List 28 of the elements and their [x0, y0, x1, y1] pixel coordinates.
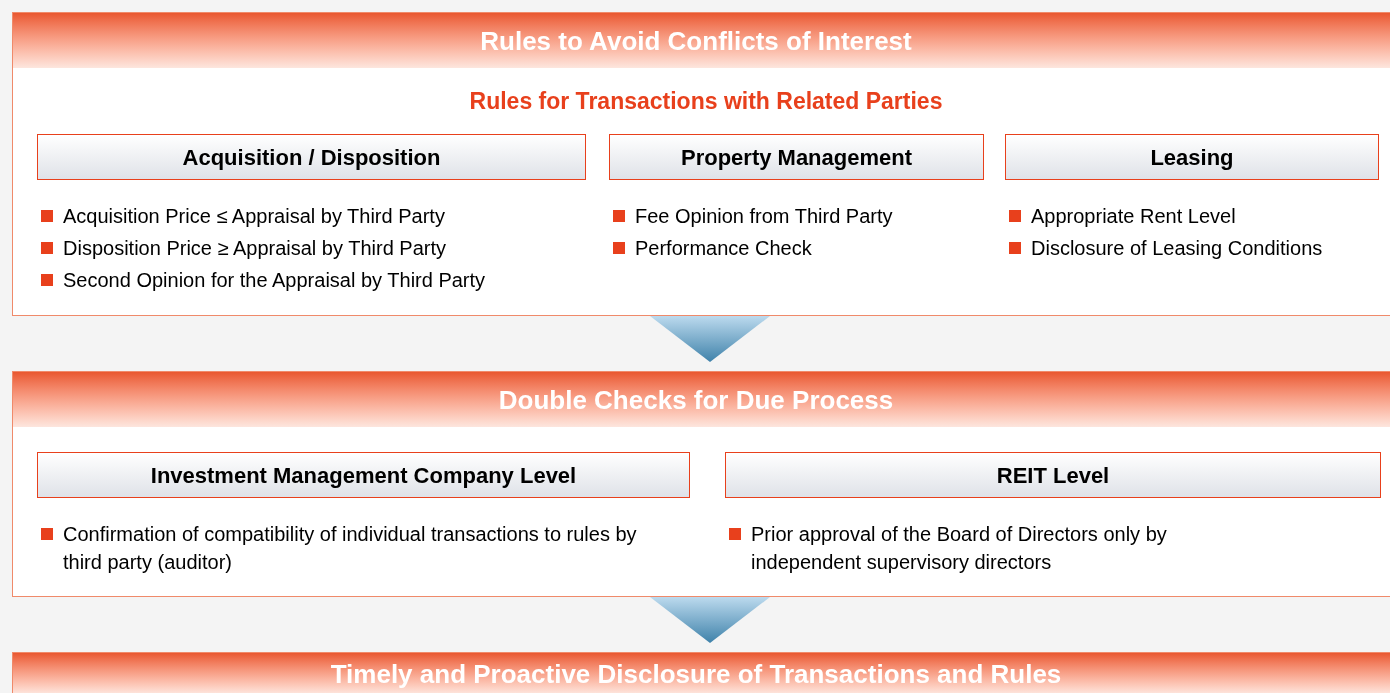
category-header	[37, 452, 690, 498]
section-panel	[12, 12, 1390, 316]
section-heading: Rules to Avoid Conflicts of Interest	[480, 27, 912, 54]
bullet-text: Disposition Price ≥ Appraisal by Third Party	[63, 236, 446, 261]
category-header	[725, 452, 1381, 498]
category-header	[37, 134, 586, 180]
bullet-text: Performance Check	[635, 236, 812, 261]
bullet-text: Fee Opinion from Third Party	[635, 204, 893, 229]
category-title: Acquisition / Disposition	[182, 143, 441, 172]
bullet-text: Disclosure of Leasing Conditions	[1031, 236, 1323, 261]
category-title: REIT Level	[996, 461, 1110, 490]
bullet-text: Prior approval of the Board of Directors only by independent supervisory directors	[751, 522, 1168, 575]
section-heading: Double Checks for Due Process	[498, 386, 894, 413]
category-title: Investment Management Company Level	[150, 461, 577, 490]
flow-chevron-arrow	[650, 316, 770, 362]
bullet-text: Appropriate Rent Level	[1031, 204, 1236, 229]
section-panel	[12, 652, 1390, 693]
category-header	[609, 134, 984, 180]
flow-chevron-arrow	[650, 597, 770, 643]
section-panel	[12, 371, 1390, 597]
section-heading: Timely and Proactive Disclosure of Transactions and Rules	[330, 660, 1062, 687]
bullet-text: Acquisition Price ≤ Appraisal by Third Party	[63, 204, 445, 229]
category-header	[1005, 134, 1379, 180]
bullet-text: Second Opinion for the Appraisal by Third Party	[63, 268, 486, 293]
category-title: Leasing	[1150, 143, 1234, 172]
category-title: Property Management	[680, 143, 913, 172]
sub-heading: Rules for Transactions with Related Parties	[469, 89, 943, 113]
bullet-text: Confirmation of compatibility of individual transactions to rules by third party (auditor)	[63, 522, 638, 575]
